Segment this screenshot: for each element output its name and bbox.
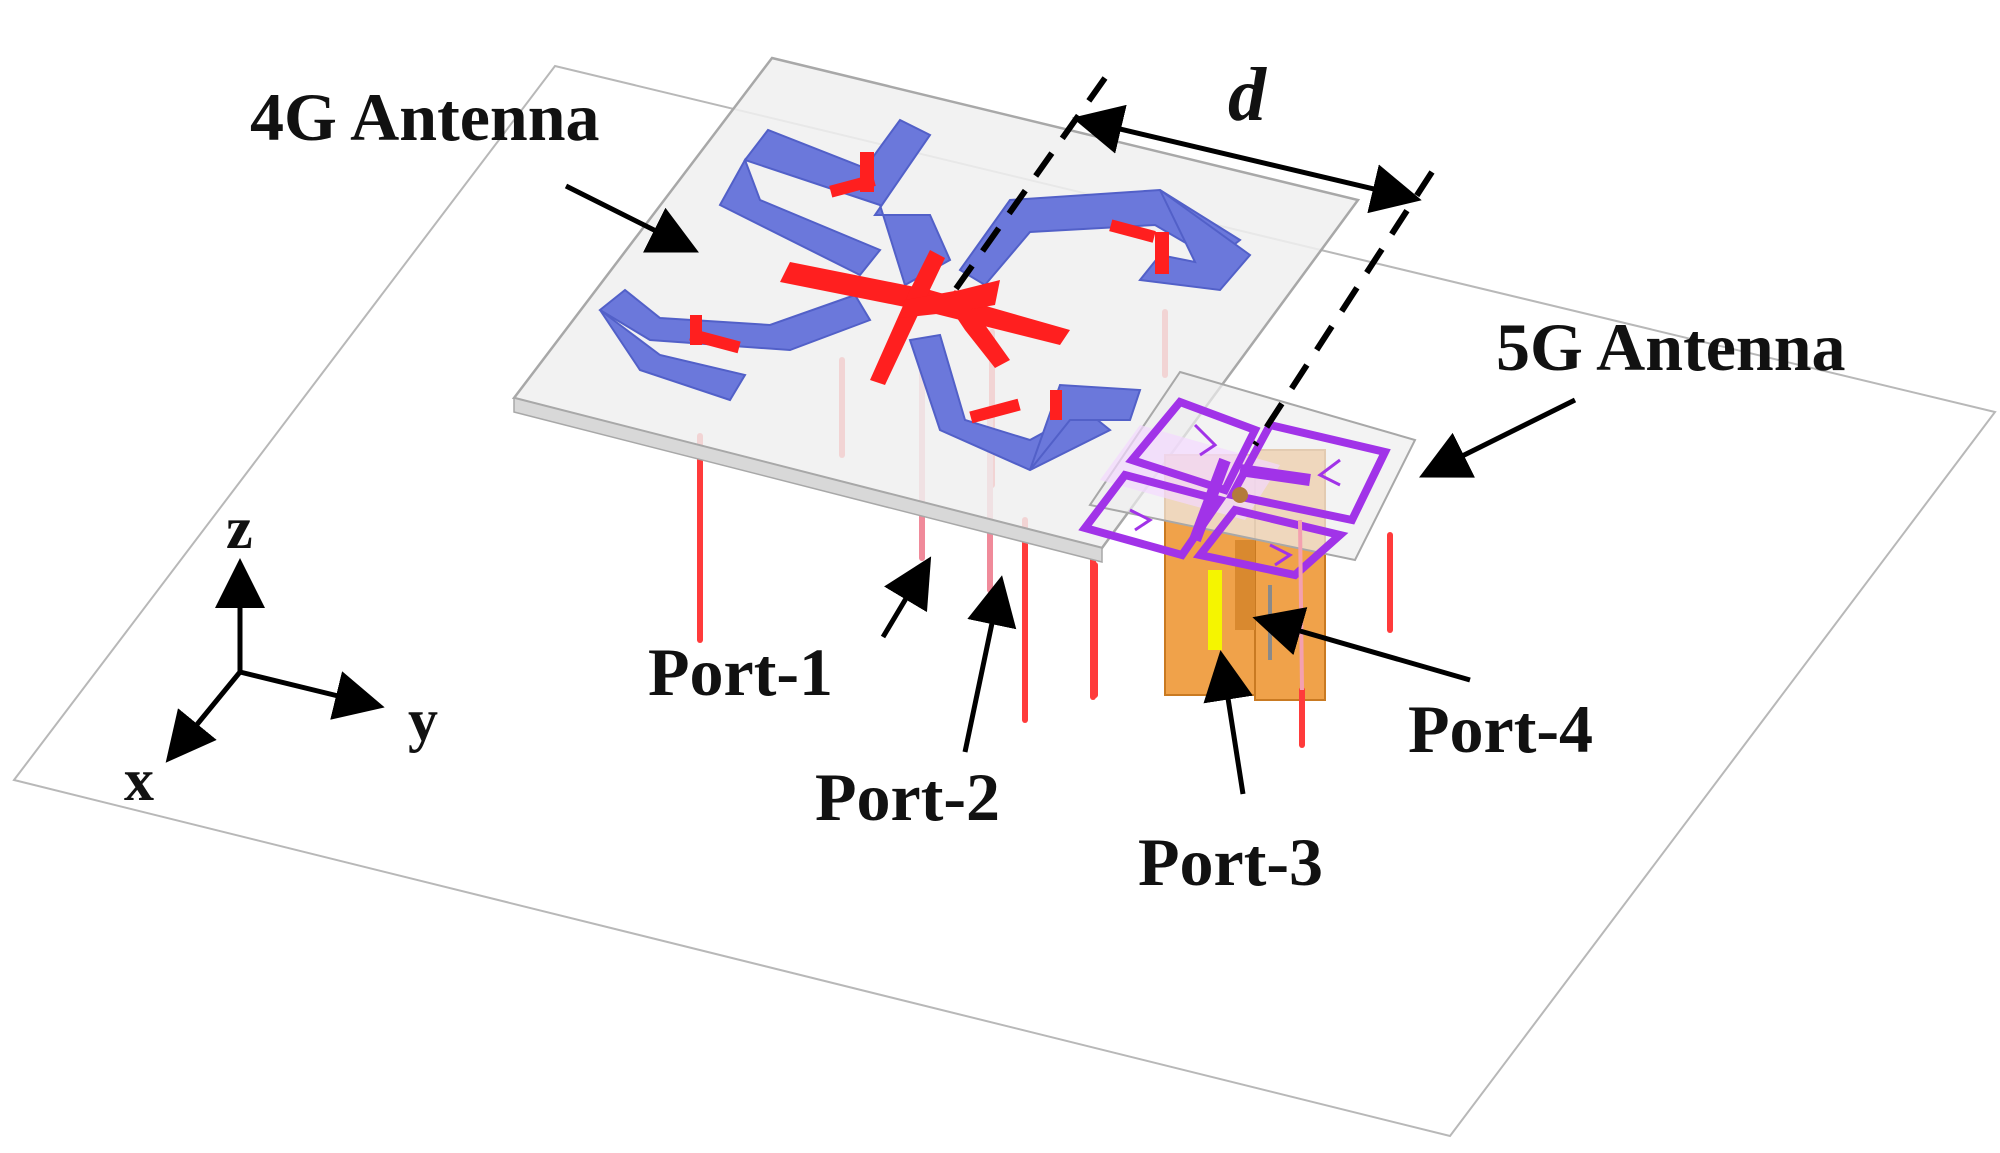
callout-arrows xyxy=(564,183,1577,795)
arrow-port-3 xyxy=(1203,650,1253,795)
distance-marker xyxy=(952,76,1435,447)
label-port-3: Port-3 xyxy=(1138,824,1323,900)
axes-triad-icon xyxy=(165,558,385,763)
feed-pins-5g xyxy=(1092,532,1393,748)
port-3-highlight xyxy=(1208,570,1222,650)
label-port-1: Port-1 xyxy=(648,634,833,710)
feed-network-4g xyxy=(689,152,1169,424)
label-4g-antenna: 4G Antenna xyxy=(250,79,600,155)
y-axis xyxy=(239,669,385,720)
label-port-4: Port-4 xyxy=(1408,691,1593,767)
arrow-port-1 xyxy=(880,556,932,639)
label-distance: d xyxy=(1228,53,1267,137)
radiator-5g xyxy=(1078,397,1391,580)
label-5g-antenna: 5G Antenna xyxy=(1496,309,1846,385)
arrow-port-2 xyxy=(962,575,1017,753)
label-axis-z: z xyxy=(226,495,253,561)
arrow-5g-antenna xyxy=(1419,397,1577,478)
arrow-4g-antenna xyxy=(564,183,699,253)
arrow-port-4 xyxy=(1252,607,1471,683)
substrate-4g-edge xyxy=(513,397,1103,563)
label-axis-x: x xyxy=(124,747,154,813)
label-axis-y: y xyxy=(408,687,438,753)
radiator-4g xyxy=(598,118,1252,472)
label-port-2: Port-2 xyxy=(815,759,1000,835)
x-axis xyxy=(165,670,242,763)
